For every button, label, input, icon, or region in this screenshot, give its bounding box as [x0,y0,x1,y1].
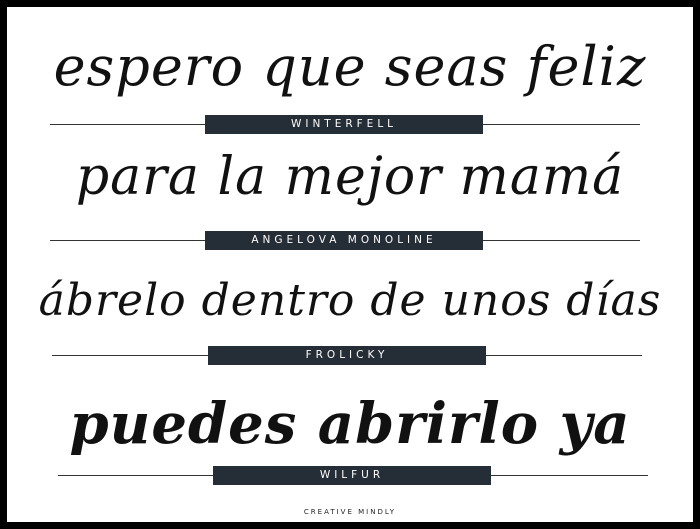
sample-phrase-angelova-monoline: para la mejor mamá [75,147,625,207]
font-name-label: WILFUR [213,466,491,485]
font-name-label: WINTERFELL [205,115,483,134]
font-name-label: FROLICKY [208,346,486,365]
sample-phrase-winterfell: espero que seas feliz [53,35,647,98]
sample-phrase-wilfur: puedes abrirlo ya [69,391,631,457]
font-name-label: ANGELOVA MONOLINE [205,231,483,250]
brand-footer: CREATIVE MINDLY [303,508,397,516]
sample-phrase-frolicky: ábrelo dentro de unos días [38,275,662,326]
